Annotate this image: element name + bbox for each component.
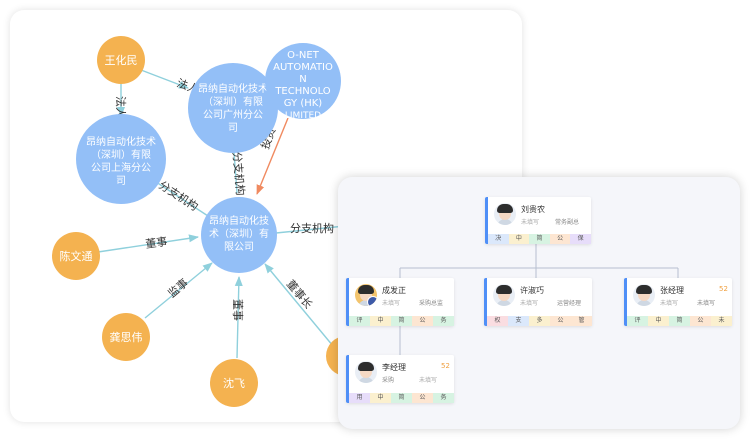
org-card-root[interactable]: 刘贵农 未填写 常务副总 决中简公保 (485, 197, 591, 244)
svg-text:（深圳）有限: （深圳）有限 (203, 95, 263, 108)
relationship-graph: 法人 法人 分支机构 分支机构 投资 董事 监事 董事 董事长 分支机构 昂纳自… (52, 36, 366, 407)
card-number: 52 (719, 285, 728, 293)
node-person-wanghuamin[interactable]: 王化民 (97, 36, 145, 84)
edge-label-branch1: 分支机构 (230, 151, 248, 196)
edge-chairman-center (264, 263, 339, 353)
node-person-shenfei[interactable]: 沈飞 (210, 359, 258, 407)
avatar (494, 203, 516, 225)
svg-text:龚思伟: 龚思伟 (110, 330, 143, 344)
edge-label-director: 董事 (145, 235, 169, 251)
edge-label-director2: 董事 (231, 299, 244, 321)
svg-text:王化民: 王化民 (105, 53, 138, 67)
edge-label-supervisor: 监事 (166, 276, 191, 300)
card-tags: 权支多公管 (487, 316, 592, 326)
card-name: 张经理 (660, 286, 684, 295)
edge-label-branch2: 分支机构 (156, 178, 201, 214)
card-sub2: 运营经理 (557, 300, 582, 307)
edge-label-branch3: 分支机构 (290, 221, 334, 235)
svg-text:N: N (299, 74, 306, 85)
card-name: 许淑巧 (520, 286, 544, 295)
card-sub1: 未填写 (660, 300, 679, 307)
svg-text:公司广州分公: 公司广州分公 (203, 109, 263, 121)
svg-text:司: 司 (228, 123, 238, 134)
svg-text:术（深圳）有: 术（深圳）有 (209, 227, 269, 240)
svg-text:昂纳自动化技术: 昂纳自动化技术 (198, 82, 268, 95)
svg-text:（深圳）有限: （深圳）有限 (91, 148, 151, 161)
card-sub1: 未填写 (382, 300, 401, 307)
node-person-gongsiwei[interactable]: 龚思伟 (102, 313, 150, 361)
node-center-company[interactable]: 昂纳自动化技 术（深圳）有 限公司 (201, 197, 277, 273)
svg-text:昂纳自动化技术: 昂纳自动化技术 (86, 135, 156, 148)
org-card-chengfazheng[interactable]: 成发正 未填写 采购总监 评中简公务 (346, 278, 454, 326)
svg-text:司: 司 (116, 176, 126, 187)
svg-text:GY (HK): GY (HK) (284, 98, 323, 109)
avatar (355, 361, 377, 383)
org-card-xushuqiao[interactable]: 许淑巧 未填写 运营经理 权支多公管 (484, 278, 592, 326)
org-card-zhangjingli[interactable]: 张经理 52 未填写 未填写 评中简公未 (624, 278, 732, 326)
avatar (633, 284, 655, 306)
edge-label-faren2: 法人 (114, 96, 128, 118)
card-tags: 决中简公保 (488, 234, 591, 244)
avatar (493, 284, 515, 306)
svg-text:昂纳自动化技: 昂纳自动化技 (209, 214, 269, 227)
avatar (355, 284, 377, 306)
edge-gong-center (144, 262, 213, 319)
svg-text:LIMITED: LIMITED (285, 111, 321, 121)
edge-chen-center (97, 234, 199, 253)
card-sub1: 采购 (382, 377, 395, 384)
edge-onet-center (256, 117, 289, 195)
svg-text:限公司: 限公司 (224, 241, 254, 253)
edge-shen-center (234, 276, 243, 359)
svg-text:TECHNOLO: TECHNOLO (274, 86, 330, 97)
card-sub1: 未填写 (521, 219, 540, 226)
node-person-chenwentong[interactable]: 陈文通 (52, 232, 100, 280)
edge-center-branch-right (275, 225, 346, 234)
card-number: 52 (441, 362, 450, 370)
card-name: 成发正 (382, 286, 406, 295)
org-connectors (399, 244, 679, 355)
svg-text:沈飞: 沈飞 (223, 376, 245, 390)
node-guangzhou-branch[interactable]: 昂纳自动化技术 （深圳）有限 公司广州分公 司 (188, 63, 278, 153)
card-tags: 评中简公未 (627, 316, 732, 326)
card-sub1: 未填写 (520, 300, 539, 307)
svg-text:AUTOMATIO: AUTOMATIO (273, 62, 333, 73)
card-sub2: 未填写 (697, 300, 716, 307)
card-tags: 评中简公务 (349, 316, 454, 326)
svg-text:公司上海分公: 公司上海分公 (91, 161, 151, 174)
card-sub2: 未填写 (419, 377, 438, 384)
card-name: 刘贵农 (521, 205, 545, 214)
svg-text:O-NET: O-NET (287, 50, 320, 61)
card-tags: 用中简公务 (349, 393, 454, 403)
org-card-lijingli[interactable]: 李经理 52 采购 未填写 用中简公务 (346, 355, 454, 403)
svg-text:陈文通: 陈文通 (60, 249, 93, 263)
card-sub2: 采购总监 (419, 300, 444, 307)
org-chart-panel: 刘贵农 未填写 常务副总 决中简公保 成发正 未填写 采购总监 评中简公务 许淑… (338, 177, 740, 429)
node-onet-hk[interactable]: O-NET AUTOMATIO N TECHNOLO GY (HK) LIMIT… (265, 43, 341, 121)
edge-wang-guangzhou (140, 69, 189, 89)
edge-shanghai-center (149, 177, 209, 217)
card-name: 李经理 (382, 363, 406, 372)
node-shanghai-branch[interactable]: 昂纳自动化技术 （深圳）有限 公司上海分公 司 (76, 114, 166, 204)
card-sub2: 常务副总 (555, 219, 580, 226)
edge-guangzhou-center (233, 151, 238, 194)
